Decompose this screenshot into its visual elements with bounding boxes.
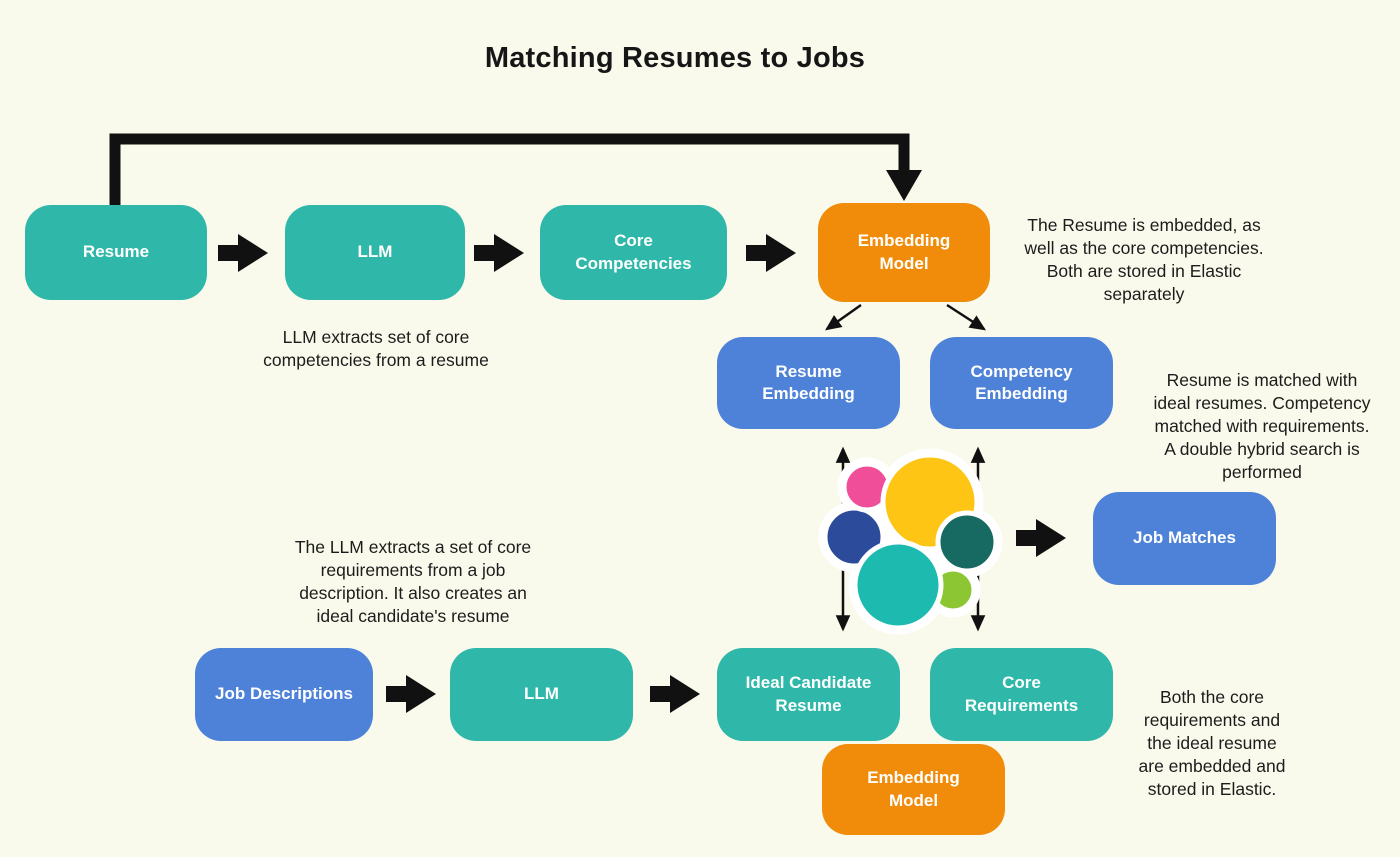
arrow-llm-to-ideal-candidate-resume <box>650 675 700 713</box>
annotation-store-note: Both the core requirements and the ideal… <box>1138 687 1286 800</box>
annotation-llm-note: LLM extracts set of core competencies fr… <box>263 327 489 371</box>
node-llm-bottom: LLM <box>450 648 633 741</box>
arrow-job-descriptions-to-llm <box>386 675 436 713</box>
node-resume-embedding-label: Resume Embedding <box>762 361 855 403</box>
diagram-title: Matching Resumes to Jobs <box>484 42 866 74</box>
node-job-descriptions-label: Job Descriptions <box>215 684 353 704</box>
node-resume-embedding: Resume Embedding <box>717 337 900 429</box>
node-core-competencies-label: Core Competencies <box>575 231 692 273</box>
node-job-matches: Job Matches <box>1093 492 1276 585</box>
node-llm-top: LLM <box>285 205 465 300</box>
node-job-descriptions: Job Descriptions <box>195 648 373 741</box>
annotation-embedding-note: The Resume is embedded, as well as the c… <box>1024 215 1264 305</box>
arrow-resume-to-llm <box>218 234 268 272</box>
elbow-arrow-resume-to-embedding-model <box>109 133 922 206</box>
arrow-elastic-to-job-matches <box>1016 519 1066 557</box>
node-llm-bottom-label: LLM <box>524 684 559 704</box>
node-ideal-candidate-resume: Ideal Candidate Resume <box>717 648 900 741</box>
node-core-requirements: Core Requirements <box>930 648 1113 741</box>
arrow-embedding-model-to-competency-embedding <box>946 303 987 331</box>
node-resume-label: Resume <box>82 242 150 262</box>
elastic-logo <box>808 440 1012 644</box>
arrow-llm-to-core-competencies <box>474 234 524 272</box>
node-embedding-model-top: Embedding Model <box>818 203 990 302</box>
node-core-requirements-label: Core Requirements <box>964 673 1079 715</box>
annotation-match-note: Resume is matched with ideal resumes. Co… <box>1153 370 1371 483</box>
logo-shape-dark-green <box>935 510 999 574</box>
elastic-logo-graphic <box>818 448 1003 635</box>
node-competency-embedding: Competency Embedding <box>930 337 1113 429</box>
annotation-job-llm-note: The LLM extracts a set of core requireme… <box>294 537 532 627</box>
node-llm-top-label: LLM <box>357 242 393 262</box>
node-embedding-model-top-label: Embedding Model <box>857 231 951 273</box>
arrow-embedding-model-to-resume-embedding <box>825 303 862 331</box>
node-embedding-model-bottom-label: Embedding Model <box>867 768 960 810</box>
node-job-matches-label: Job Matches <box>1133 528 1236 548</box>
node-core-competencies: Core Competencies <box>540 205 727 300</box>
node-resume: Resume <box>25 205 207 300</box>
arrow-core-competencies-to-embedding-model <box>746 234 796 272</box>
node-competency-embedding-label: Competency Embedding <box>970 361 1073 403</box>
logo-shape-teal <box>852 539 944 631</box>
node-embedding-model-bottom: Embedding Model <box>822 744 1005 835</box>
node-ideal-candidate-resume-label: Ideal Candidate Resume <box>745 673 872 715</box>
